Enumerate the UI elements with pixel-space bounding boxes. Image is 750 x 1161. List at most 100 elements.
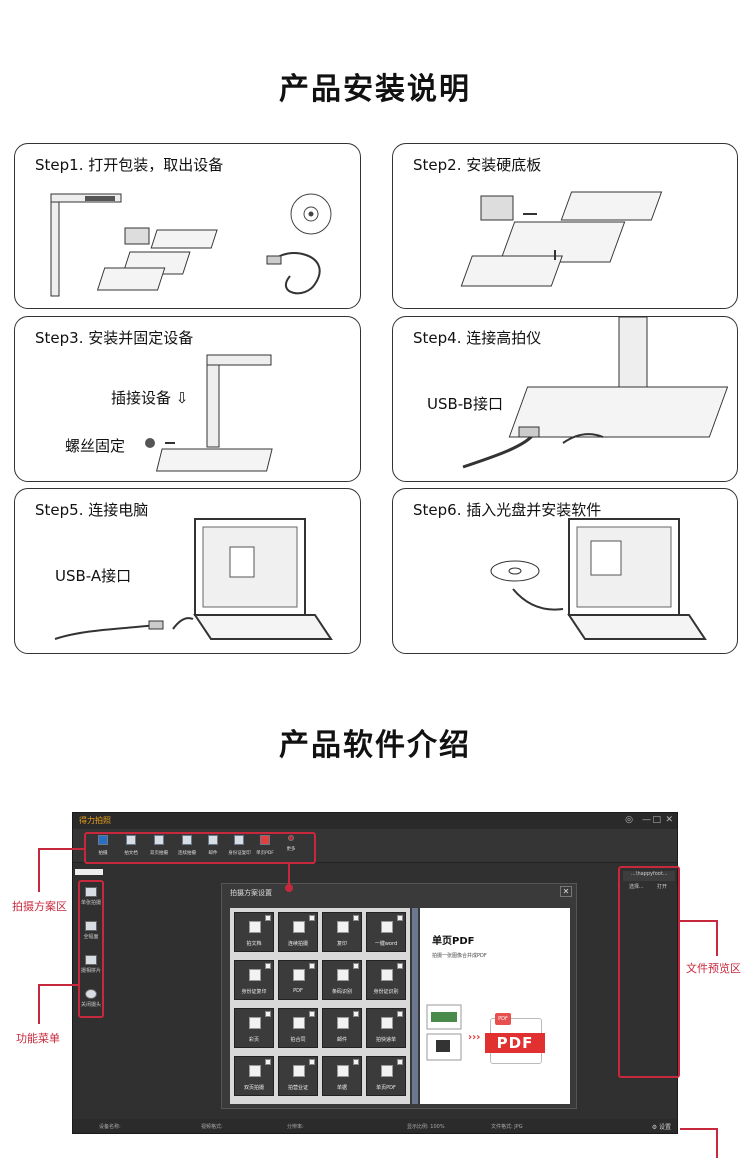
checkbox-icon[interactable] (309, 1011, 315, 1017)
mail-icon (337, 1017, 349, 1029)
pdf-icon (381, 1065, 393, 1077)
settings-icon[interactable]: ◎ (625, 815, 633, 825)
document-thumbnail (426, 1004, 462, 1061)
status-resolution: 分辨率: (287, 1124, 304, 1130)
checkbox-icon[interactable] (265, 915, 271, 921)
side-close-camera[interactable]: 关闭摄头 (79, 989, 103, 1008)
toolbar-continuous-button[interactable]: 连续拍摄 (175, 835, 199, 856)
step1-panel: Step1. 打开包装，取出设备 (14, 143, 361, 309)
scheme-tile[interactable]: 拍合同 (278, 1008, 318, 1048)
scheme-tile[interactable]: 双页拍摄 (234, 1056, 274, 1096)
scheme-tile-label: 拍合同 (290, 1037, 306, 1043)
step2-panel: Step2. 安装硬底板 (392, 143, 738, 309)
step4-panel: Step4. 连接高拍仪 USB-B接口 (392, 316, 738, 482)
step6-label: Step6. 插入光盘并安装软件 (413, 501, 602, 519)
mode-tab[interactable] (75, 869, 103, 875)
scheme-tile-label: 拍文档 (246, 941, 262, 947)
scheme-tile[interactable]: 彩页 (234, 1008, 274, 1048)
install-heading: 产品安装说明 (279, 72, 471, 107)
status-zoom: 显示比例: 100% (407, 1124, 445, 1130)
checkbox-icon[interactable] (353, 1011, 359, 1017)
checkbox-icon[interactable] (397, 915, 403, 921)
id-card-icon (234, 835, 244, 845)
checkbox-icon[interactable] (309, 963, 315, 969)
preview-select-button[interactable]: 选择... (629, 884, 644, 890)
step2-label: Step2. 安装硬底板 (413, 156, 542, 174)
contract-icon (293, 1017, 305, 1029)
checkbox-icon[interactable] (309, 915, 315, 921)
checkbox-icon[interactable] (309, 1059, 315, 1065)
dialog-close-icon[interactable]: ✕ (560, 886, 572, 897)
scheme-tile[interactable]: 拍营业证 (278, 1056, 318, 1096)
scheme-tile[interactable]: 身份证识别 (366, 960, 406, 1000)
scheme-tile[interactable]: 单据 (322, 1056, 362, 1096)
crop-icon (85, 921, 97, 931)
stitch-icon (85, 955, 97, 965)
word-icon (381, 921, 393, 933)
maximize-icon[interactable]: □ (652, 815, 661, 825)
side-fullframe[interactable]: 全幅面 (79, 921, 103, 940)
checkbox-icon[interactable] (353, 915, 359, 921)
side-single-shot[interactable]: 单张拍摄 (79, 887, 103, 906)
license-icon (293, 1065, 305, 1077)
toolbar-more-button[interactable]: 更多 (279, 835, 303, 852)
step6-panel: Step6. 插入光盘并安装软件 (392, 488, 738, 654)
preview-open-button[interactable]: 打开 (657, 884, 668, 890)
checkbox-icon[interactable] (265, 963, 271, 969)
pdf-badge-icon: PDF PDF (485, 1013, 545, 1064)
scheme-tile-label: 双页拍摄 (243, 1085, 264, 1091)
step1-label: Step1. 打开包装，取出设备 (35, 156, 224, 174)
checkbox-icon[interactable] (265, 1011, 271, 1017)
minimize-icon[interactable]: — (642, 815, 651, 825)
scheme-tile[interactable]: 单页PDF (366, 1056, 406, 1096)
checkbox-icon[interactable] (353, 1059, 359, 1065)
step6-illustration (490, 518, 707, 640)
checkbox-icon[interactable] (353, 963, 359, 969)
annotation-shoot-area: 拍摄方案区 (12, 900, 67, 913)
checkbox-icon[interactable] (265, 1059, 271, 1065)
function-menu: 单张拍摄 全幅面 摄相拼片 关闭摄头 (77, 883, 105, 1031)
scheme-tile[interactable]: PDF (278, 960, 318, 1000)
toolbar-shoot-button[interactable]: 拍摄 (91, 835, 115, 856)
side-menu-highlight (78, 880, 104, 1018)
scheme-tile[interactable]: 连续拍摄 (278, 912, 318, 952)
double-page-icon (249, 1065, 261, 1077)
toolbar-doc-button[interactable]: 拍文档 (119, 835, 143, 856)
toolbar-mail-button[interactable]: 邮件 (201, 835, 225, 856)
dialog-scrollbar[interactable] (412, 908, 418, 1104)
app-name: 得力拍照 (79, 816, 111, 825)
side-stitch[interactable]: 摄相拼片 (79, 955, 103, 974)
toolbar-idcopy-button[interactable]: 身份证复印 (227, 835, 251, 856)
checkbox-icon[interactable] (397, 1011, 403, 1017)
id-scan-icon (381, 969, 393, 981)
scheme-tile-label: 条码识别 (331, 989, 352, 995)
toolbar-highlight (84, 832, 316, 864)
id-card-icon (249, 969, 261, 981)
close-icon[interactable]: ✕ (665, 815, 673, 825)
step5-label: Step5. 连接电脑 (35, 501, 149, 519)
software-heading: 产品软件介绍 (279, 728, 471, 763)
scheme-tile[interactable]: 拍文档 (234, 912, 274, 952)
toolbar-double-button[interactable]: 双页拍摄 (147, 835, 171, 856)
scheme-tile[interactable]: 一键word (366, 912, 406, 952)
scheme-tile[interactable]: 条码识别 (322, 960, 362, 1000)
step2-illustration (460, 191, 663, 287)
toolbar-callout-line (288, 864, 290, 888)
pdf-icon (260, 835, 270, 845)
scheme-tile-label: PDF (293, 988, 303, 994)
pdf-icon (293, 969, 305, 981)
status-bar: 设备名称: 视频格式: 分辨率: 显示比例: 100% 文件格式: JPG ⚙ … (73, 1119, 677, 1133)
mail-icon (208, 835, 218, 845)
scheme-tile[interactable]: 拍快递单 (366, 1008, 406, 1048)
checkbox-icon[interactable] (397, 963, 403, 969)
webcam-icon (85, 989, 97, 999)
scheme-tile[interactable]: 邮件 (322, 1008, 362, 1048)
checkbox-icon[interactable] (397, 1059, 403, 1065)
step5-note: USB-A接口 (55, 567, 132, 585)
scheme-tile[interactable]: 身份证复印 (234, 960, 274, 1000)
settings-button[interactable]: ⚙ 设置 (651, 1124, 671, 1131)
copy-icon (337, 921, 349, 933)
toolbar-callout-dot (285, 884, 293, 892)
toolbar-pdf-button[interactable]: 单页PDF (253, 835, 277, 856)
scheme-tile[interactable]: 复印 (322, 912, 362, 952)
